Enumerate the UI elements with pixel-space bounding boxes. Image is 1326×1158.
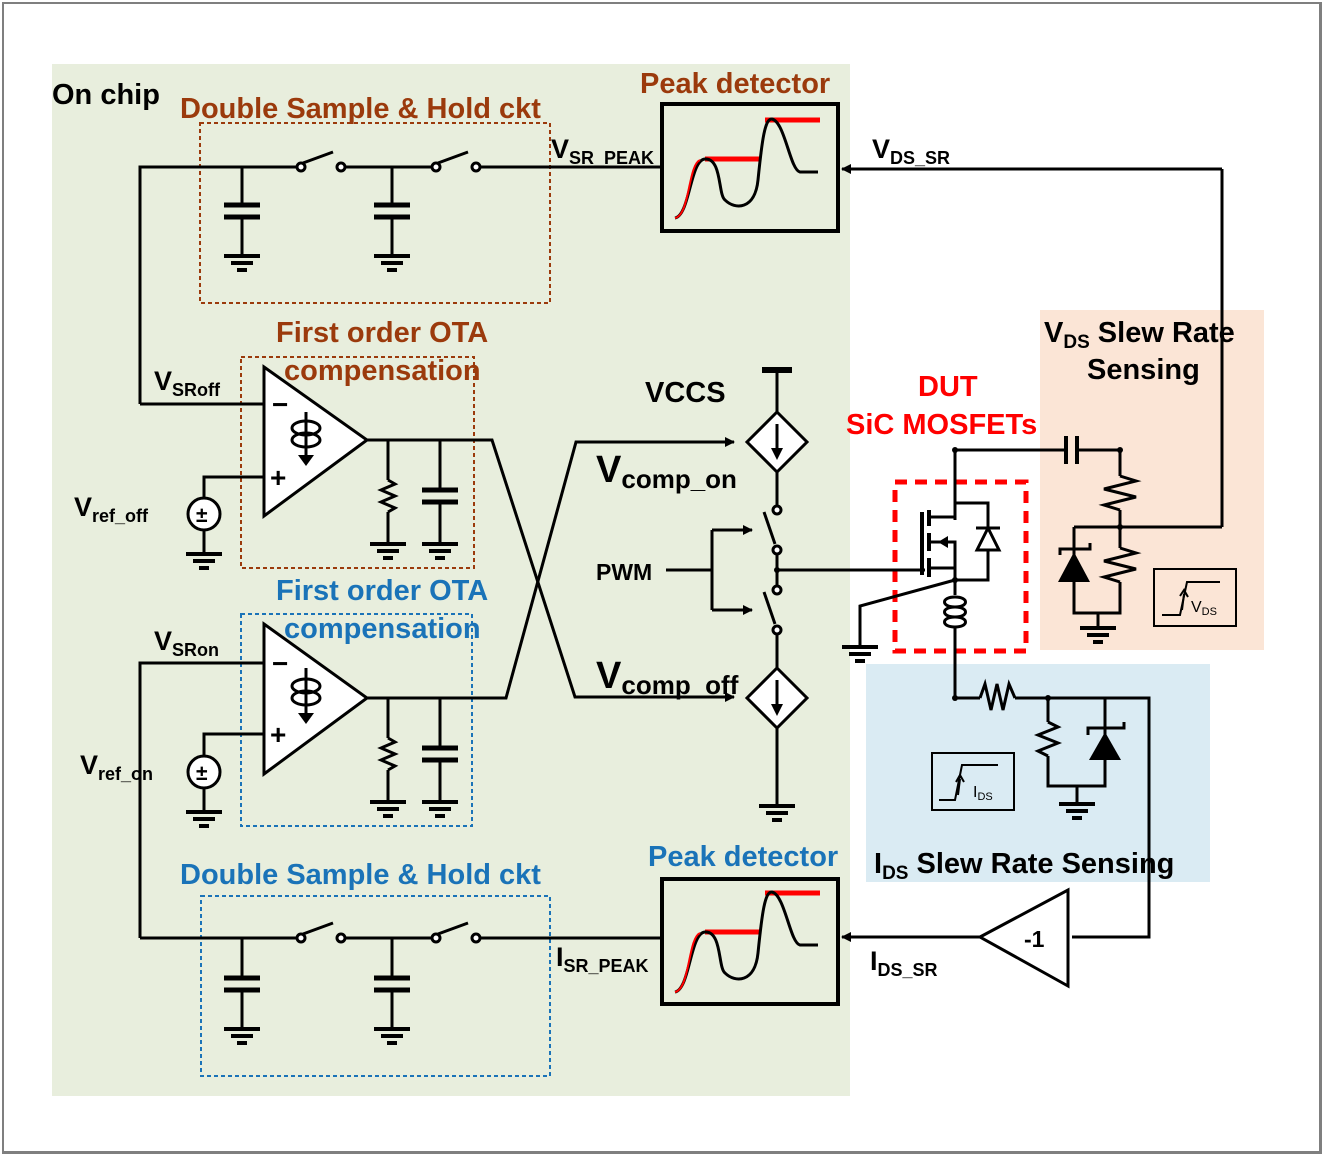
v-comp-on-label: Vcomp_on <box>596 449 737 494</box>
v-ref-off-label: Vref_off <box>74 492 149 526</box>
v-comp-off-label: Vcomp_off <box>596 655 739 700</box>
sh-bottom-circuit <box>140 921 662 1045</box>
svg-text:−: − <box>272 648 288 679</box>
svg-text:±: ± <box>196 504 208 527</box>
dut-label-2: SiC MOSFETs <box>846 409 1037 441</box>
svg-text:IDS: IDS <box>973 784 993 803</box>
ids-sensing-region <box>866 664 1210 882</box>
sh-top-circuit <box>138 150 662 404</box>
svg-text:±: ± <box>196 762 208 785</box>
v-sr-peak-label: VSR_PEAK <box>551 134 654 168</box>
vds-sensing-label-2: Sensing <box>1087 354 1200 386</box>
v-sron-label: VSRon <box>154 626 219 660</box>
ota-bottom-box <box>240 613 473 827</box>
ota-top-label-1: First order OTA <box>276 317 488 349</box>
inverting-buffer: -1 <box>976 887 1070 989</box>
peak-top-label: Peak detector <box>640 68 830 100</box>
svg-text:VDS: VDS <box>1191 599 1217 618</box>
vccs-stack <box>666 367 925 822</box>
i-sr-peak-label: ISR_PEAK <box>556 942 649 976</box>
ids-slew-icon <box>931 752 1015 811</box>
v-ds-sr-label: VDS_SR <box>872 134 950 168</box>
on-chip-label: On chip <box>52 79 160 111</box>
ota-bottom: − + ± <box>138 440 730 938</box>
ota-top: − + ± <box>140 364 730 699</box>
svg-text:−: − <box>272 389 288 420</box>
v-sroff-label: VSRoff <box>154 366 221 400</box>
pwm-label: PWM <box>596 559 652 585</box>
vds-sensing-region <box>1040 310 1264 650</box>
sh-bottom-box <box>200 895 551 1077</box>
vds-sensing-network: VDS <box>1058 436 1237 644</box>
vds-sensing-label-1: VDS Slew Rate <box>1044 317 1235 353</box>
ota-bottom-label-1: First order OTA <box>276 575 488 607</box>
v-ref-on-label: Vref_on <box>80 750 153 784</box>
peak-detector-bottom <box>660 877 840 1006</box>
ota-bottom-label-2: compensation <box>284 613 481 645</box>
on-chip-region <box>52 64 850 1096</box>
vccs-label: VCCS <box>645 377 726 409</box>
svg-text:+: + <box>270 719 286 750</box>
i-ds-sr-label: IDS_SR <box>870 946 938 980</box>
ota-top-box <box>240 356 475 569</box>
sic-mosfet <box>840 447 1066 698</box>
ids-sensing-label: IDS Slew Rate Sensing <box>874 848 1174 884</box>
dut-label-1: DUT <box>918 371 978 403</box>
svg-text:+: + <box>270 462 286 493</box>
vds-slew-icon <box>1153 568 1237 627</box>
sh-top-label: Double Sample & Hold ckt <box>180 93 541 125</box>
ids-sensing-network: IDS <box>931 678 1151 939</box>
svg-text:-1: -1 <box>1024 926 1045 952</box>
dut-box <box>892 479 1029 654</box>
sh-bottom-label: Double Sample & Hold ckt <box>180 859 541 891</box>
peak-bottom-label: Peak detector <box>648 841 838 873</box>
ota-top-label-2: compensation <box>284 355 481 387</box>
peak-detector-top <box>660 102 840 233</box>
sh-top-box <box>199 122 551 304</box>
